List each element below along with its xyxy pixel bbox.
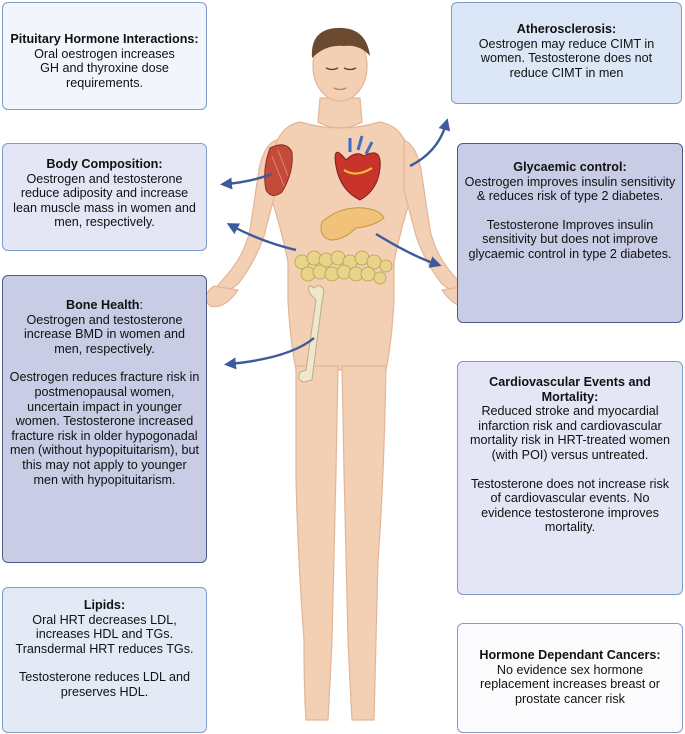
bone-health-text-1: Oestrogen and testosterone increase BMD … — [24, 312, 185, 356]
lipids-text-1: Oral HRT decreases LDL, increases HDL an… — [15, 612, 194, 656]
bone-health-title-colon: : — [139, 298, 143, 312]
bone-health-box: Bone Health: Oestrogen and testosterone … — [2, 275, 207, 563]
atherosclerosis-box: Atherosclerosis: Oestrogen may reduce CI… — [451, 2, 682, 104]
head — [311, 27, 370, 102]
glycaemic-text-2: Testosterone Improves insulin sensitivit… — [468, 217, 672, 261]
pancreas-icon — [320, 207, 385, 241]
arrow-to-adiposity — [226, 223, 297, 252]
body-composition-title: Body Composition: — [46, 157, 163, 171]
body-composition-box: Body Composition: Oestrogen and testoste… — [2, 143, 207, 251]
bone-health-text-2: Oestrogen reduces fracture risk in postm… — [9, 370, 200, 487]
arrow-to-atherosclerosis — [409, 118, 451, 168]
atherosclerosis-title: Atherosclerosis: — [516, 22, 617, 36]
femur-bone-icon — [298, 285, 325, 383]
pituitary-box: Pituitary Hormone Interactions: Oral oes… — [2, 2, 207, 110]
arrow-to-bone-health — [224, 337, 315, 370]
cardiovascular-title: Cardiovascular Events and Mortality: — [489, 375, 651, 404]
glycaemic-box: Glycaemic control: Oestrogen improves in… — [457, 143, 683, 323]
lipids-title: Lipids: — [83, 598, 126, 612]
cardiovascular-text-2: Testosterone does not increase risk of c… — [470, 476, 670, 535]
body-silhouette — [205, 97, 475, 721]
cancers-text: No evidence sex hormone replacement incr… — [480, 662, 660, 706]
bone-health-title-text: Bone Health — [66, 298, 140, 312]
lipids-text-2: Testosterone reduces LDL and preserves H… — [18, 670, 191, 699]
pituitary-title: Pituitary Hormone Interactions: — [10, 32, 199, 46]
body-composition-text: Oestrogen and testosterone reduce adipos… — [13, 171, 196, 230]
arrow-to-glycaemic — [375, 232, 442, 268]
atherosclerosis-text: Oestrogen may reduce CIMT in women. Test… — [478, 36, 655, 80]
pituitary-text: Oral oestrogen increases GH and thyroxin… — [34, 46, 175, 90]
cancers-box: Hormone Dependant Cancers: No evidence s… — [457, 623, 683, 733]
lipids-box: Lipids: Oral HRT decreases LDL, increase… — [2, 587, 207, 733]
arrows — [220, 118, 451, 370]
cancers-title: Hormone Dependant Cancers: — [479, 648, 661, 662]
cardiovascular-box: Cardiovascular Events and Mortality: Red… — [457, 361, 683, 595]
bone-health-title: Bone Health: — [9, 298, 200, 313]
adipose-icon — [294, 250, 393, 285]
heart-icon — [334, 135, 381, 201]
muscle-icon — [264, 144, 293, 196]
glycaemic-text-1: Oestrogen improves insulin sensitivity &… — [464, 174, 676, 204]
glycaemic-title: Glycaemic control: — [513, 160, 627, 174]
cardiovascular-text-1: Reduced stroke and myocardial infarction… — [470, 404, 670, 462]
arrow-to-body-composition — [220, 172, 273, 190]
